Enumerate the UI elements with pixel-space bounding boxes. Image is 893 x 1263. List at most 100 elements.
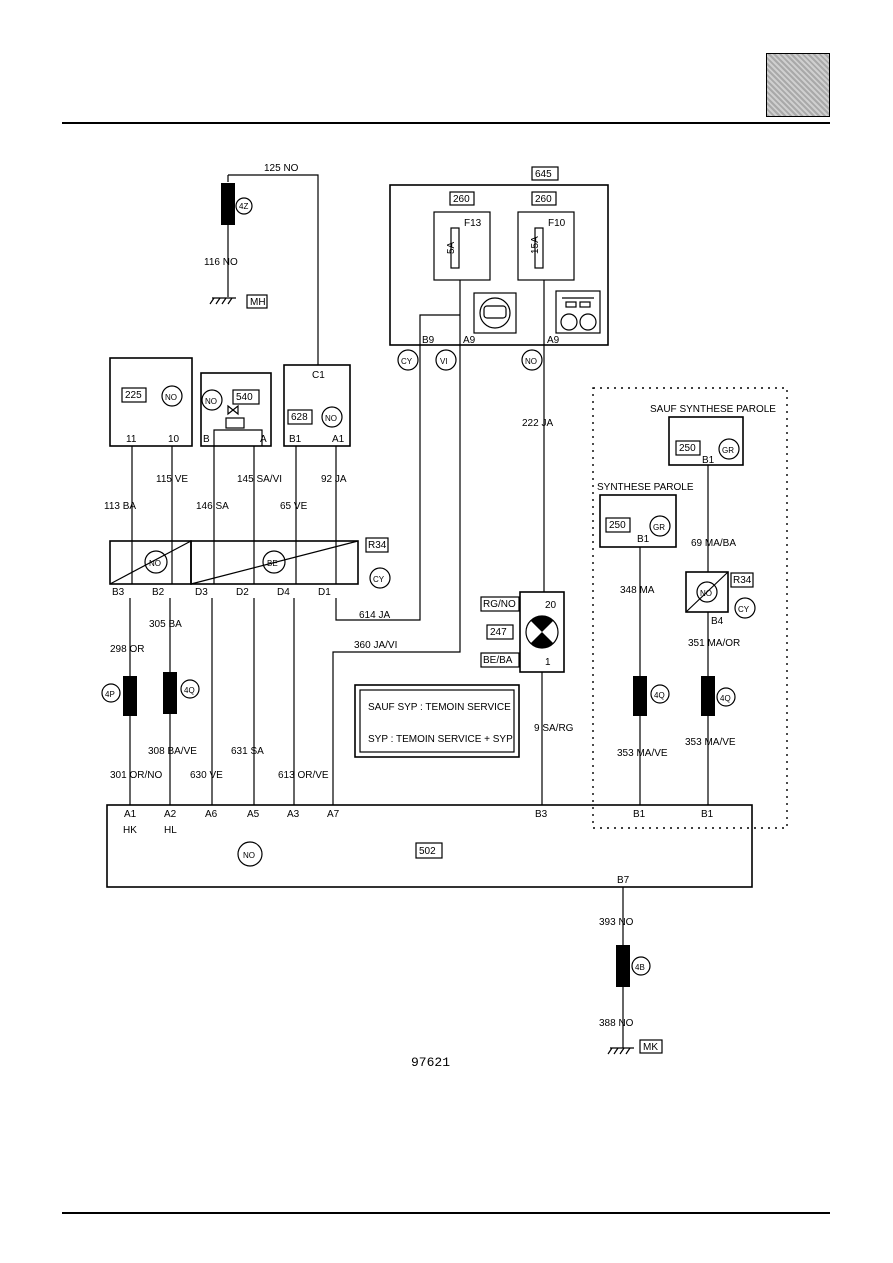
wire-305: 305 BA — [149, 619, 182, 630]
wire-69: 69 MA/BA — [691, 538, 736, 549]
wire-115: 115 VE — [156, 474, 188, 485]
pin-a2: A2 — [164, 809, 177, 820]
module-502: A1 A2 A6 A5 A3 A7 B3 B1 B1 HK HL NO 502 … — [106, 804, 753, 888]
comp628-pin-b1: B1 — [289, 434, 302, 445]
lamp-top-color: RG/NO — [483, 599, 516, 610]
title-synthese: SYNTHESE PAROLE — [597, 482, 694, 493]
ground-mh-label: MH — [250, 297, 266, 308]
comp628-color: NO — [325, 414, 337, 423]
pin-hl: HL — [164, 825, 177, 836]
pin-hk: HK — [123, 825, 137, 836]
relay-pin: B4 — [711, 616, 724, 627]
box645-color-vi: VI — [440, 357, 448, 366]
wire-301: 301 OR/NO — [110, 770, 162, 781]
box645-color-no: NO — [525, 357, 537, 366]
harness-pin-d4: D4 — [277, 587, 290, 598]
box645-color-cy: CY — [401, 357, 413, 366]
fuse-right-label: F10 — [548, 218, 566, 229]
pin-a7: A7 — [327, 809, 340, 820]
dashboard-symbol — [555, 290, 601, 334]
lamp-pin-20: 20 — [545, 600, 557, 611]
box645-id: 645 — [535, 169, 552, 180]
fuse-right-box: 260 — [535, 194, 552, 205]
comp540-color: NO — [205, 397, 217, 406]
wire-92: 92 JA — [321, 474, 347, 485]
pin-a6: A6 — [205, 809, 218, 820]
connector-4z-label: 4Z — [239, 202, 248, 211]
harness-left-color: NO — [149, 559, 161, 568]
box645-pin-a9-2: A9 — [547, 335, 560, 346]
wire-631: 631 SA — [231, 746, 264, 757]
box645-pin-b9: B9 — [422, 335, 435, 346]
wire-613: 613 OR/VE — [278, 770, 329, 781]
comp-synth-pin: B1 — [637, 534, 650, 545]
title-sauf-synthese: SAUF SYNTHESE PAROLE — [650, 404, 776, 415]
harness-pin-d2: D2 — [236, 587, 249, 598]
connector-4z — [221, 183, 235, 225]
pin-b7: B7 — [617, 875, 630, 886]
wire-351: 351 MA/OR — [688, 638, 740, 649]
fuse-left-box: 260 — [453, 194, 470, 205]
sheet-tab — [766, 53, 830, 117]
comp225-id: 225 — [125, 390, 142, 401]
bottom-ground-circuit: 4B 393 NO 388 NO MK — [599, 887, 663, 1055]
seatbelt-symbol — [473, 292, 517, 334]
ground-mk-label: MK — [643, 1042, 658, 1053]
pin-a1: A1 — [124, 809, 137, 820]
comp-synth-color: GR — [653, 523, 665, 532]
lamp-247: RG/NO 20 247 BE/BA 1 9 SA/RG — [480, 591, 574, 805]
connector-4b: 4B — [635, 963, 645, 972]
wire-146: 146 SA — [196, 501, 229, 512]
comp225-pin-10: 10 — [168, 434, 180, 445]
wire-308: 308 BA/VE — [148, 746, 197, 757]
connector-4q: 4Q — [184, 686, 195, 695]
harness-tag: R34 — [368, 540, 387, 551]
wire-353b: 353 MA/VE — [685, 737, 736, 748]
comp-sauf-pin: B1 — [702, 455, 715, 466]
comp225-color: NO — [165, 393, 177, 402]
wire-65: 65 VE — [280, 501, 308, 512]
comp540-pin-b: B — [203, 434, 210, 445]
wire-125: 125 NO — [264, 163, 299, 174]
comp540-id: 540 — [236, 392, 253, 403]
pin-b1-b: B1 — [701, 809, 714, 820]
connector-4q-b: 4Q — [720, 694, 731, 703]
connector-4p: 4P — [105, 690, 115, 699]
fuse-box-645: 645 260 F13 5A 260 F10 15A B9 A9 A9 CY V — [389, 166, 609, 371]
wire-614: 614 JA — [359, 610, 390, 621]
component-628: C1 628 NO B1 A1 — [283, 364, 351, 447]
wire-360: 360 JA/VI — [354, 640, 397, 651]
fuse-right-rating: 15A — [530, 236, 541, 254]
pin-b1-a: B1 — [633, 809, 646, 820]
wire-116: 116 NO — [204, 257, 238, 268]
diagram-ref: 97621 — [411, 1055, 450, 1070]
comp-sauf-color: GR — [722, 446, 734, 455]
comp-sauf-id: 250 — [679, 443, 696, 454]
component-540: NO 540 B A — [200, 372, 272, 447]
relay-tag-color: CY — [738, 605, 750, 614]
ground-symbol-mk — [607, 1047, 634, 1055]
relay-color: NO — [700, 589, 712, 598]
wire-298: 298 OR — [110, 644, 144, 655]
fuse-left-label: F13 — [464, 218, 482, 229]
comp628-pin-a1: A1 — [332, 434, 345, 445]
comp540-pin-a: A — [260, 434, 267, 445]
harness-pin-b3: B3 — [112, 587, 125, 598]
comp-synth-id: 250 — [609, 520, 626, 531]
pin-a3: A3 — [287, 809, 300, 820]
fuse-left-rating: 5A — [446, 241, 457, 254]
wire-393: 393 NO — [599, 917, 634, 928]
legend-line1: SAUF SYP : TEMOIN SERVICE — [368, 702, 511, 713]
wire-9: 9 SA/RG — [534, 723, 574, 734]
comp628-id: 628 — [291, 412, 308, 423]
comp225-pin-11: 11 — [126, 434, 137, 445]
connector-4q-a: 4Q — [654, 691, 665, 700]
wire-145: 145 SA/VI — [237, 474, 282, 485]
lamp-pin-1: 1 — [545, 657, 551, 668]
pin-b3: B3 — [535, 809, 548, 820]
module-502-id: 502 — [419, 846, 436, 857]
lamp-bottom-color: BE/BA — [483, 655, 513, 666]
wire-353a: 353 MA/VE — [617, 748, 668, 759]
harness-connector: NO BE R34 CY B3 B2 D3 D2 D4 D1 — [109, 537, 391, 598]
